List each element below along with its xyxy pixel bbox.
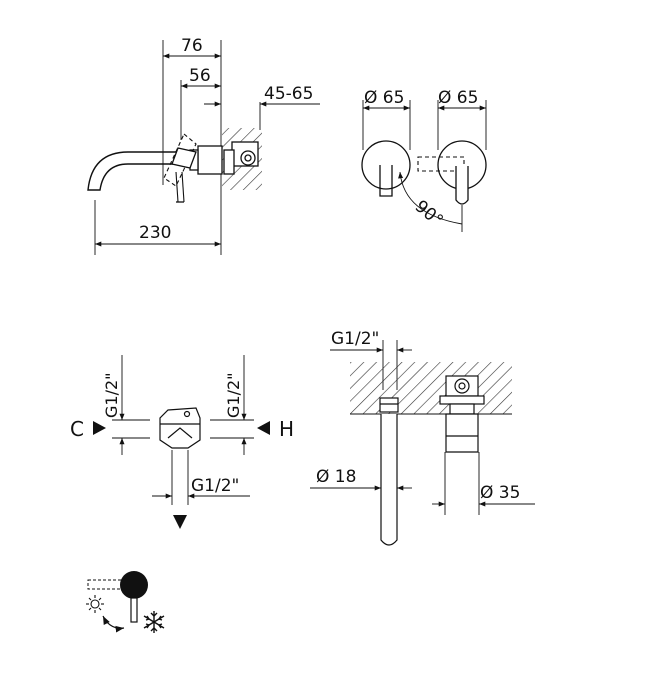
side-view [87, 40, 320, 255]
sun-icon [86, 595, 104, 613]
valve-g12-left-label: G1/2" [102, 372, 121, 418]
dim-diameter-18-label: Ø 18 [316, 467, 356, 487]
cold-inlet-arrow [93, 421, 106, 435]
valve-g12-right-label: G1/2" [224, 372, 243, 418]
dim-diameter-65-left-label: Ø 65 [364, 88, 404, 108]
wall-section-hatch [350, 362, 512, 414]
dim-56-label: 56 [189, 66, 211, 86]
front-view [361, 100, 487, 232]
valve-connection [112, 355, 254, 505]
lever-dashed-outline [87, 579, 123, 590]
port-cold-label: C [70, 417, 84, 441]
dim-45-65-label: 45-65 [264, 84, 313, 104]
section-g12-label: G1/2" [331, 329, 379, 349]
snowflake-icon [143, 611, 165, 633]
angle-90-label: 90° [411, 197, 447, 232]
dim-76-label: 76 [181, 36, 203, 56]
outlet-arrow [173, 515, 187, 529]
lever-knob-icon [120, 571, 148, 599]
valve-g12-bottom-label: G1/2" [191, 476, 239, 496]
spout [87, 151, 180, 191]
dim-diameter-65-right-label: Ø 65 [438, 88, 478, 108]
operation-legend [86, 571, 165, 633]
spout-rosette [361, 140, 411, 190]
rotate-arrow-icon [102, 615, 125, 633]
section-view [310, 340, 535, 546]
dim-diameter-35-label: Ø 35 [480, 483, 520, 503]
hot-inlet-arrow [257, 421, 270, 435]
dim-230-label: 230 [139, 223, 171, 243]
port-hot-label: H [279, 417, 294, 441]
